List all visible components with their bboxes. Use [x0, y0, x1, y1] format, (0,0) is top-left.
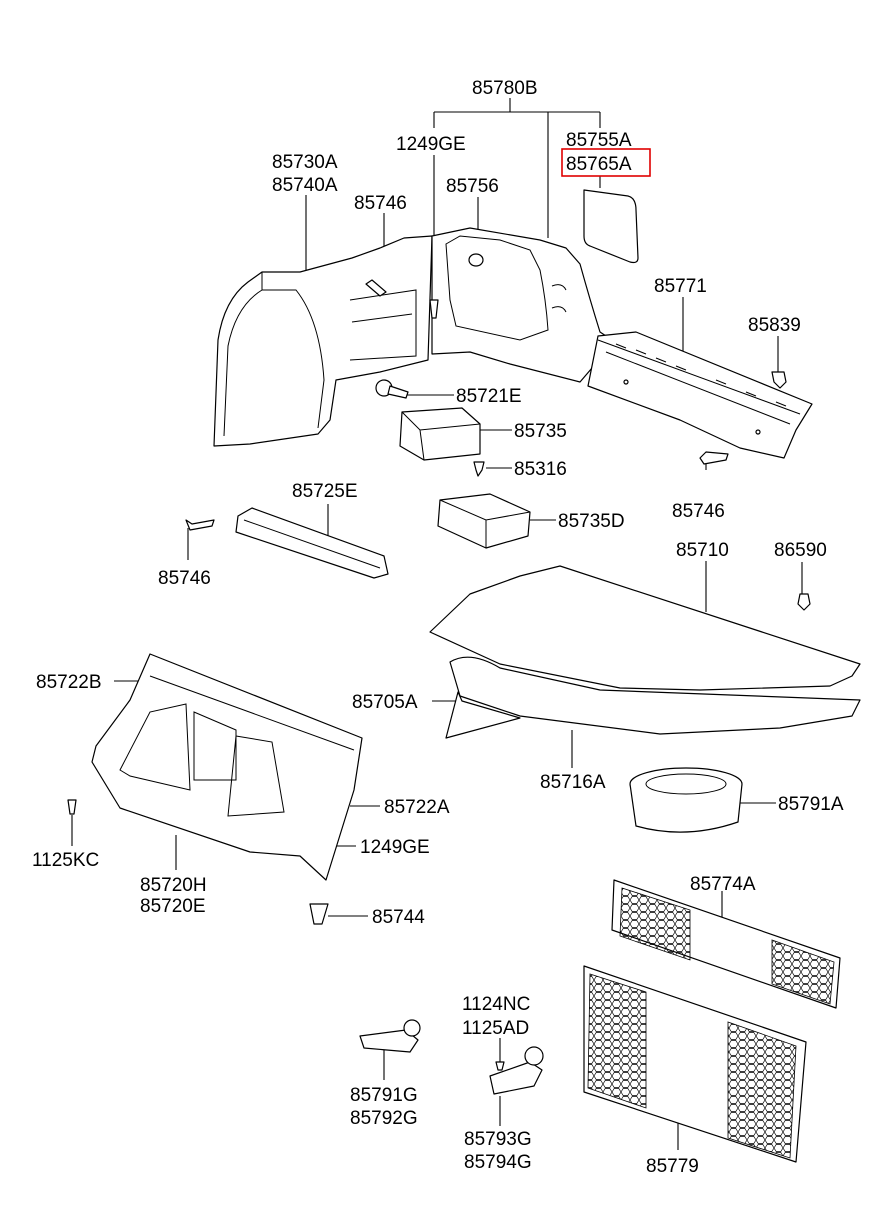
label-85791G[interactable]: 85791G — [350, 1085, 418, 1106]
hook-85791G — [359, 1019, 421, 1053]
label-85794G[interactable]: 85794G — [464, 1152, 532, 1173]
label-85792G[interactable]: 85792G — [350, 1108, 418, 1129]
label-85735[interactable]: 85735 — [514, 421, 567, 442]
label-85705A[interactable]: 85705A — [352, 692, 418, 713]
label-85774A[interactable]: 85774A — [690, 874, 756, 895]
hook-85793G — [489, 1046, 544, 1095]
label-1249GE-bot[interactable]: 1249GE — [360, 837, 430, 858]
label-85730A[interactable]: 85730A — [272, 152, 338, 173]
label-1124NC[interactable]: 1124NC — [462, 994, 530, 1015]
label-85720E[interactable]: 85720E — [140, 896, 206, 917]
label-1249GE-top[interactable]: 1249GE — [396, 134, 466, 155]
label-85746-b[interactable]: 85746 — [158, 568, 211, 589]
bin-85791A — [629, 767, 743, 833]
label-85316[interactable]: 85316 — [514, 459, 567, 480]
label-85746-a[interactable]: 85746 — [354, 193, 407, 214]
label-85735D[interactable]: 85735D — [558, 511, 625, 532]
tray-85710 — [429, 565, 861, 739]
side-trim-85730A — [213, 235, 433, 447]
label-85725E[interactable]: 85725E — [292, 481, 358, 502]
label-85710[interactable]: 85710 — [676, 540, 729, 561]
leader-lines — [71, 98, 803, 1150]
label-85793G[interactable]: 85793G — [464, 1129, 532, 1150]
label-85755A[interactable]: 85755A — [566, 130, 632, 151]
label-85791A[interactable]: 85791A — [778, 794, 844, 815]
net-85774A — [611, 879, 841, 1009]
cover-85722B — [91, 653, 363, 881]
label-85765A[interactable]: 85765A — [566, 154, 632, 175]
label-85722B[interactable]: 85722B — [36, 672, 102, 693]
part-labels: 85780B 1249GE 85755A 85765A 85730A 85740… — [32, 78, 844, 1177]
panel-85765A — [583, 189, 639, 264]
label-85780B[interactable]: 85780B — [472, 78, 538, 99]
label-85722A[interactable]: 85722A — [384, 797, 450, 818]
label-85756[interactable]: 85756 — [446, 176, 499, 197]
label-1125KC[interactable]: 1125KC — [32, 850, 99, 871]
label-85740A[interactable]: 85740A — [272, 175, 338, 196]
label-1125AD[interactable]: 1125AD — [462, 1018, 529, 1039]
net-85779 — [583, 965, 807, 1163]
bracket-85725E — [235, 507, 389, 579]
trunk-trim-85780B — [431, 227, 607, 383]
label-85746-c[interactable]: 85746 — [672, 501, 725, 522]
label-85721E[interactable]: 85721E — [456, 386, 522, 407]
label-85771[interactable]: 85771 — [654, 276, 707, 297]
label-85779[interactable]: 85779 — [646, 1156, 699, 1177]
label-85839[interactable]: 85839 — [748, 315, 801, 336]
highlight-box — [561, 148, 651, 177]
clip-85839 — [771, 371, 787, 389]
label-85744[interactable]: 85744 — [372, 907, 425, 928]
label-86590[interactable]: 86590 — [774, 540, 827, 561]
sill-plate-85771 — [587, 331, 813, 459]
label-85720H[interactable]: 85720H — [140, 875, 207, 896]
box-85735 — [399, 407, 481, 461]
label-85716A[interactable]: 85716A — [540, 772, 606, 793]
box-cover-85735D — [437, 493, 531, 549]
